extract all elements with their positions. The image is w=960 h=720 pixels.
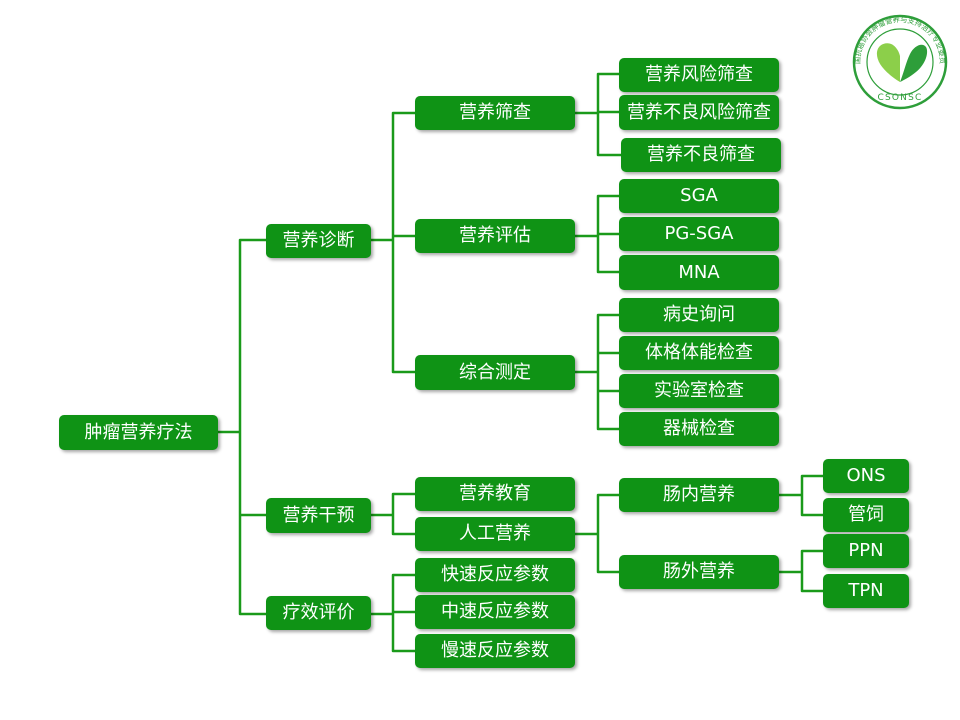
logo-heart-dark [900,44,928,82]
node-root: 肿瘤营养疗法 [59,415,218,450]
node-evaluation: 疗效评价 [266,596,371,630]
node-comprehensive-item: 实验室检查 [619,374,779,408]
node-assessment-item: PG-SGA [619,217,779,251]
node-enteral: 肠内营养 [619,478,779,512]
connector-diagnosis [369,111,417,374]
node-parenteral: 肠外营养 [619,555,779,589]
node-intervention: 营养干预 [266,498,371,533]
node-parenteral-item: TPN [823,574,909,608]
node-assessment-item: SGA [619,179,779,213]
node-assessment-item: MNA [619,255,779,290]
node-comprehensive-item: 病史询问 [619,298,779,332]
node-comprehensive-item: 器械检查 [619,412,779,446]
node-screening-item: 营养不良筛查 [621,138,781,172]
node-screening-item: 营养不良风险筛查 [619,95,779,130]
node-screening-item: 营养风险筛查 [619,58,779,92]
connector-screening [573,72,623,157]
connector-enteral [777,474,825,517]
logo-text: CSONSC [877,93,922,103]
node-evaluation-item: 快速反应参数 [415,558,575,592]
node-screening: 营养筛查 [415,96,575,130]
connector-parenteral [777,549,825,593]
node-evaluation-item: 中速反应参数 [415,595,575,629]
node-artificial: 人工营养 [415,517,575,551]
logo-heart-light [876,43,900,82]
connector-comprehensive [573,313,621,431]
node-enteral-item: 管饲 [823,498,909,532]
connector-evaluation [369,573,417,653]
node-education: 营养教育 [415,477,575,511]
node-assessment: 营养评估 [415,219,575,253]
node-diagnosis: 营养诊断 [266,224,371,258]
connector-assessment [573,194,621,274]
connector-artificial [573,493,621,574]
node-evaluation-item: 慢速反应参数 [415,634,575,668]
node-enteral-item: ONS [823,459,909,493]
connector-intervention [369,492,417,536]
csonsc-logo: 中国抗癌协会肿瘤营养与支持治疗专业委员会 CSONSC [846,14,948,110]
connector-root [216,238,268,616]
node-comprehensive-item: 体格体能检查 [619,336,779,370]
node-parenteral-item: PPN [823,534,909,568]
node-comprehensive: 综合测定 [415,355,575,390]
